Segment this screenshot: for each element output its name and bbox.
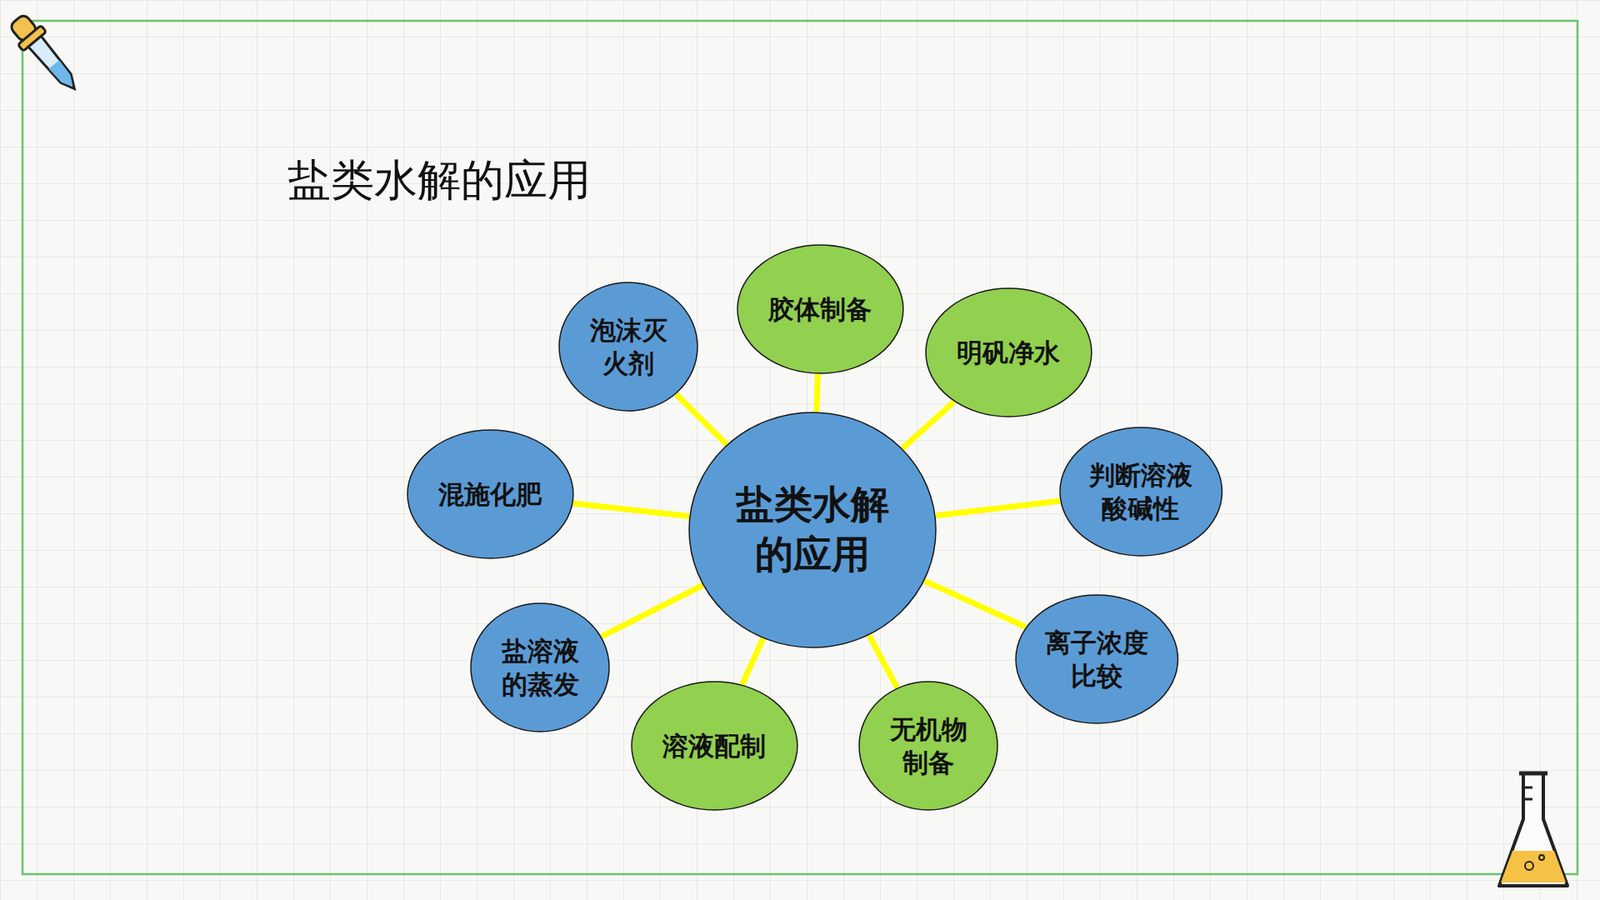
node-label: 溶液配制 [660,729,769,763]
topic-circle: 判断溶液酸碱性 [1059,426,1223,557]
connector-line [869,635,898,688]
node-label: 泡沫灭火剂 [588,313,669,381]
page-title: 盐类水解的应用 [287,151,591,210]
circle-fill [631,681,798,810]
text-group: 泡沫灭火剂 [588,313,669,381]
text-group: 胶体制备 [765,292,875,326]
circle-fill [470,603,610,732]
circle-fill [925,288,1092,417]
text-group: 溶液配制 [660,729,769,763]
node-label: 离子浓度比较 [1043,625,1150,694]
connector-line [902,401,955,449]
text-group: 离子浓度比较 [1043,625,1150,694]
node-label: 判断溶液酸碱性 [1087,458,1194,526]
dropper-icon [5,10,86,99]
hub-circle: 盐类水解的应用 [688,411,937,649]
text-group: 盐溶液的蒸发 [500,634,580,702]
circle-fill [859,681,998,810]
connector-line [601,585,704,636]
topic-circle: 泡沫灭火剂 [558,281,699,412]
circle-outline [1015,594,1179,725]
circle-fill [1015,595,1178,724]
flask-icon [1499,772,1568,886]
text-group: 无机物制备 [888,712,969,780]
circle-outline [470,602,610,733]
topic-circle: 混施化肥 [406,429,575,560]
connector-line [816,374,819,412]
node-label: 盐类水解的应用 [731,480,893,580]
text-group: 混施化肥 [435,477,545,511]
connector-line [935,500,1060,515]
node-label: 盐溶液的蒸发 [500,634,580,702]
circle-outline [1059,426,1223,557]
circle-fill [689,412,936,648]
connector-line [572,503,690,517]
topic-circle: 明矾净水 [925,287,1093,418]
topic-circle: 离子浓度比较 [1015,594,1179,725]
text-group: 明矾净水 [954,335,1063,370]
circle-outline [858,680,999,811]
frame-border [22,20,1578,875]
circle-outline [558,281,699,412]
circle-fill [559,282,698,411]
text-group: 盐类水解的应用 [731,480,893,580]
node-label: 明矾净水 [954,335,1063,370]
topic-circle: 胶体制备 [736,244,905,375]
circle-outline [688,411,937,649]
connector-line [675,394,727,445]
node-label: 混施化肥 [435,477,545,511]
topic-circle: 盐溶液的蒸发 [470,602,610,733]
topic-circle: 溶液配制 [630,680,799,811]
circle-fill [737,245,904,374]
node-label: 胶体制备 [765,292,875,326]
topic-circle: 无机物制备 [858,680,999,811]
connector-line [741,638,763,685]
text-group: 判断溶液酸碱性 [1087,458,1194,526]
node-label: 无机物制备 [888,712,969,780]
connector-line [924,580,1025,627]
circle-fill [407,430,574,559]
circle-fill [1060,427,1222,556]
